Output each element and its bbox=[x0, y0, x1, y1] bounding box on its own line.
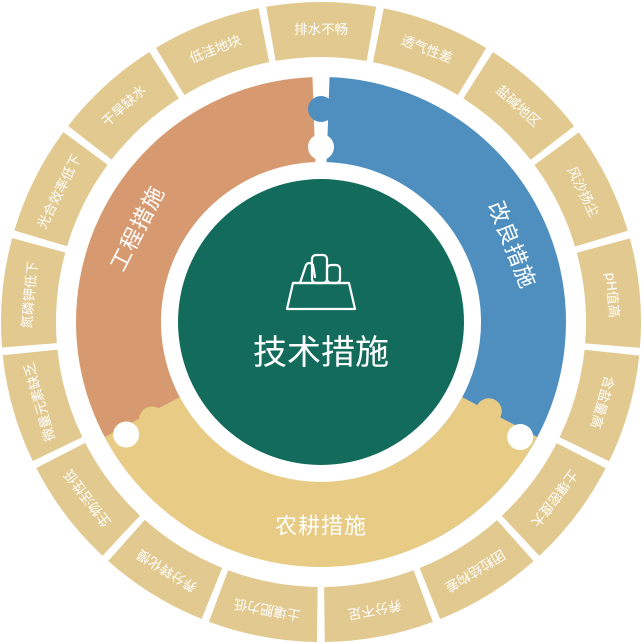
outer-tile-shape bbox=[576, 238, 641, 348]
center-circle bbox=[178, 179, 464, 465]
outer-tile-shape bbox=[36, 442, 141, 556]
outer-tile: pH值高 bbox=[576, 238, 641, 348]
stones-in-basket-icon bbox=[285, 253, 357, 311]
outer-tile-shape bbox=[68, 51, 179, 160]
outer-tile: 排水不畅 bbox=[266, 2, 377, 61]
outer-tile: 生物活性低 bbox=[36, 442, 141, 556]
middle-segment bbox=[104, 397, 538, 567]
outer-tile: 风沙扬尘 bbox=[534, 132, 628, 247]
outer-tile-shape bbox=[2, 349, 83, 462]
outer-tile: 土壤密度大 bbox=[501, 443, 606, 556]
outer-tile-shape bbox=[463, 52, 575, 160]
puzzle-knob bbox=[308, 96, 334, 122]
outer-tile-label: 排水不畅 bbox=[294, 22, 348, 38]
outer-tile: 氮磷钾低下 bbox=[1, 238, 66, 348]
outer-tile-shape bbox=[14, 132, 108, 247]
center-title: 技术措施 bbox=[253, 333, 389, 373]
outer-tile: 微量元素缺乏 bbox=[2, 349, 83, 462]
outer-tile-shape bbox=[534, 132, 628, 247]
outer-tile: 养分不足 bbox=[324, 570, 433, 642]
outer-tile-shape bbox=[324, 570, 433, 642]
outer-tile-shape bbox=[501, 443, 606, 556]
puzzle-knob bbox=[139, 406, 166, 433]
outer-tile-label: pH值高 bbox=[602, 272, 623, 319]
puzzle-notch bbox=[507, 424, 534, 450]
middle-segment-label: 农耕措施 bbox=[275, 515, 367, 540]
outer-tile: 盐碱地区 bbox=[463, 52, 575, 160]
center-circle-group: 技术措施 bbox=[178, 179, 464, 465]
outer-tile-shape bbox=[372, 8, 487, 96]
outer-tile-shape bbox=[155, 8, 270, 95]
outer-tile-shape bbox=[559, 349, 640, 462]
outer-tile-shape bbox=[208, 570, 318, 642]
outer-tile-shape bbox=[419, 520, 534, 620]
outer-tile-shape bbox=[266, 2, 377, 61]
puzzle-knob bbox=[475, 398, 502, 425]
outer-tile: 土壤肥力低 bbox=[208, 570, 318, 642]
outer-tile: 透气性差 bbox=[372, 8, 487, 96]
outer-tile-shape bbox=[1, 238, 66, 348]
outer-tile: 养分转化慢 bbox=[108, 519, 223, 619]
outer-tile-label: 氮磷钾低下 bbox=[19, 261, 41, 330]
outer-tile: 团粒结构差 bbox=[419, 520, 534, 620]
outer-tile: 干旱缺水 bbox=[68, 51, 179, 160]
puzzle-notch bbox=[113, 421, 140, 448]
puzzle-notch bbox=[308, 134, 334, 160]
outer-tile-shape bbox=[108, 519, 223, 619]
outer-tile: 光合效率低下 bbox=[14, 132, 108, 247]
outer-tile: 低洼地块 bbox=[155, 8, 270, 95]
middle-segment-shape bbox=[104, 397, 538, 567]
outer-tile: 含盐量高 bbox=[559, 349, 640, 462]
